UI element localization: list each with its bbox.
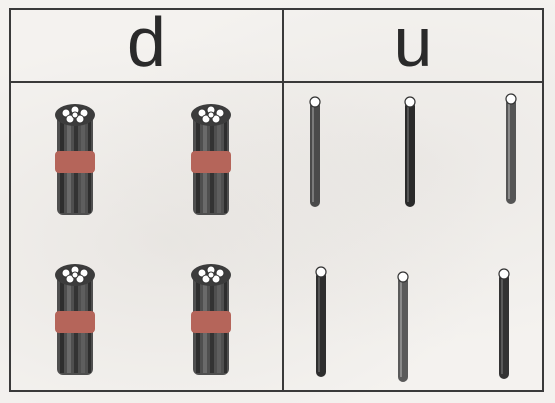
stranded-bundle-image bbox=[51, 101, 99, 221]
header-cell-d: d bbox=[11, 10, 284, 83]
solid-rod-image bbox=[314, 266, 328, 382]
solid-rod-image bbox=[403, 96, 417, 212]
solid-rod-image bbox=[396, 271, 410, 387]
solid-rod-image bbox=[308, 96, 322, 212]
header-label-u: u bbox=[394, 7, 433, 77]
stranded-bundle-image bbox=[51, 261, 99, 381]
header-label-d: d bbox=[127, 7, 166, 77]
stranded-bundle-image bbox=[187, 101, 235, 221]
stranded-conductor-cell bbox=[11, 83, 284, 390]
comparison-table: d u bbox=[9, 8, 544, 392]
solid-rod-image bbox=[497, 268, 511, 384]
solid-rod-image bbox=[504, 93, 518, 209]
solid-conductor-cell bbox=[284, 83, 542, 390]
header-cell-u: u bbox=[284, 10, 542, 83]
stranded-bundle-image bbox=[187, 261, 235, 381]
